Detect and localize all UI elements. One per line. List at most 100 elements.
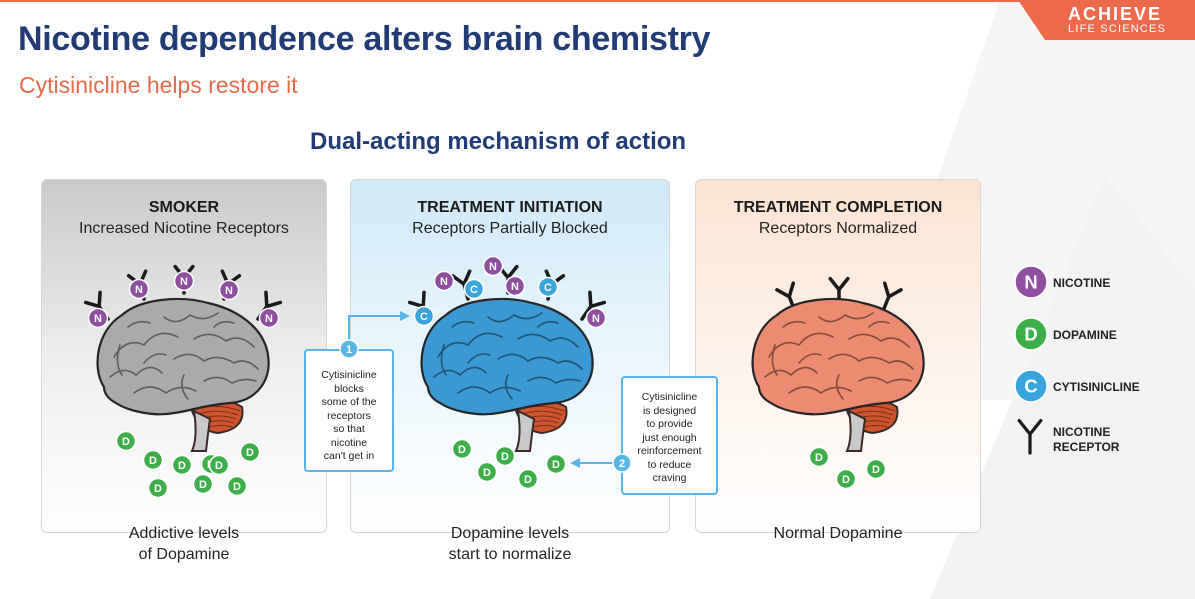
callout-line: can't get in — [323, 450, 375, 462]
dopamine-molecule: D — [808, 446, 830, 468]
nicotine-receptor-icon — [580, 290, 607, 321]
svg-text:D: D — [233, 481, 241, 493]
svg-text:D: D — [122, 436, 130, 448]
callout-line: is designed — [642, 404, 697, 417]
panel-heading: TREATMENT INITIATION — [417, 199, 603, 216]
dopamine-molecule: D — [208, 454, 230, 476]
callout-2-number-badge: 2 — [612, 453, 632, 473]
dopamine-molecule: D — [451, 438, 473, 460]
svg-text:N: N — [135, 284, 143, 296]
svg-text:D: D — [872, 464, 880, 476]
callout-1-number-badge: 1 — [339, 339, 359, 359]
svg-text:N: N — [265, 313, 273, 325]
svg-text:N: N — [1024, 272, 1037, 293]
svg-text:D: D — [1024, 324, 1037, 345]
dopamine-molecule: D — [147, 477, 169, 499]
callout-line: so that — [333, 423, 365, 435]
nicotine-molecule: N — [258, 307, 280, 329]
caption-line: of Dopamine — [138, 546, 230, 563]
panel-subheading: Increased Nicotine Receptors — [79, 220, 289, 237]
dopamine-molecule: D — [171, 454, 193, 476]
dopamine-molecule: D — [226, 475, 248, 497]
page-title: Nicotine dependence alters brain chemist… — [18, 20, 711, 58]
callout-line: Cytisinicline — [641, 391, 698, 403]
nicotine-molecule: N — [482, 255, 504, 277]
caption-line: start to normalize — [448, 546, 572, 563]
svg-text:N: N — [592, 313, 600, 325]
nicotine-molecule: N — [504, 275, 526, 297]
nicotine-molecule: N — [218, 279, 240, 301]
callout-2-arrowhead — [570, 458, 580, 468]
callout-2: Cytisinicline is designed to provide jus… — [621, 376, 718, 495]
svg-text:D: D — [483, 467, 491, 479]
svg-text:D: D — [501, 451, 509, 463]
page-subtitle: Cytisinicline helps restore it — [19, 72, 298, 98]
nicotine-molecule: N — [128, 278, 150, 300]
caption-line: Normal Dopamine — [773, 525, 903, 542]
svg-text:D: D — [842, 474, 850, 486]
panel-heading: TREATMENT COMPLETION — [733, 199, 943, 216]
panel-heading: SMOKER — [148, 199, 220, 216]
brain-treatment-completion-icon — [751, 297, 925, 452]
nicotine-molecule: N — [173, 270, 195, 292]
svg-text:C: C — [470, 284, 478, 296]
cytisinicline-molecule: C — [537, 276, 559, 298]
dopamine-molecule: D — [494, 445, 516, 467]
callout-line: reinforcement — [637, 445, 702, 457]
legend: N D C — [1014, 265, 1048, 455]
svg-text:N: N — [94, 313, 102, 325]
callout-line: blocks — [334, 382, 364, 395]
svg-text:2: 2 — [619, 458, 625, 470]
panel-subheading: Receptors Partially Blocked — [412, 220, 608, 237]
nicotine-molecule: N — [87, 307, 109, 329]
dopamine-molecule: D — [545, 453, 567, 475]
legend-cytisinicline-icon: C — [1014, 369, 1048, 403]
brain-smoker-icon — [96, 297, 270, 452]
brand-name: ACHIEVE — [1068, 4, 1163, 24]
dopamine-molecule: D — [192, 473, 214, 495]
callout-line: receptors — [327, 409, 371, 422]
cytisinicline-molecule: C — [413, 305, 435, 327]
svg-text:D: D — [815, 452, 823, 464]
panel-subheading: Receptors Normalized — [758, 220, 918, 237]
legend-dopamine-icon: D — [1014, 317, 1048, 351]
dopamine-molecule: D — [115, 430, 137, 452]
section-title: Dual-acting mechanism of action — [310, 128, 687, 155]
callout-1: Cytisinicline blocks some of the recepto… — [304, 349, 394, 472]
svg-text:D: D — [199, 479, 207, 491]
callout-line: to provide — [646, 418, 693, 430]
svg-text:D: D — [215, 460, 223, 472]
nicotine-molecule: N — [433, 270, 455, 292]
svg-text:N: N — [440, 276, 448, 288]
caption-smoker: Addictive levels of Dopamine — [41, 523, 327, 565]
legend-label-nicotine: NICOTINE — [1053, 276, 1111, 290]
legend-receptor-icon — [1017, 418, 1043, 455]
dopamine-molecule: D — [517, 468, 539, 490]
brand-tagline: LIFE SCIENCES — [1068, 23, 1167, 35]
brain-treatment-completion-group: D D D — [751, 276, 925, 490]
svg-text:N: N — [489, 261, 497, 273]
brain-smoker-group: NNNNNDDDDDDDDD — [83, 264, 283, 499]
callout-1-arrowhead — [400, 311, 410, 321]
caption-treatment-completion: Normal Dopamine — [695, 523, 981, 544]
legend-nicotine-icon: N — [1014, 265, 1048, 299]
dopamine-molecule: D — [476, 461, 498, 483]
svg-text:D: D — [246, 447, 254, 459]
dopamine-molecule: D — [835, 468, 857, 490]
callout-line: to reduce — [647, 458, 692, 471]
legend-label-dopamine: DOPAMINE — [1053, 328, 1117, 342]
callout-line: some of the — [321, 396, 377, 408]
callout-line: just enough — [642, 431, 697, 444]
svg-text:C: C — [1024, 376, 1037, 397]
svg-text:N: N — [180, 276, 188, 288]
dopamine-molecule: D — [865, 458, 887, 480]
svg-text:D: D — [178, 460, 186, 472]
svg-text:D: D — [154, 483, 162, 495]
caption-treatment-initiation: Dopamine levels start to normalize — [350, 523, 670, 565]
svg-text:D: D — [458, 444, 466, 456]
callout-line: nicotine — [330, 436, 368, 449]
callout-1-connector — [348, 315, 402, 349]
